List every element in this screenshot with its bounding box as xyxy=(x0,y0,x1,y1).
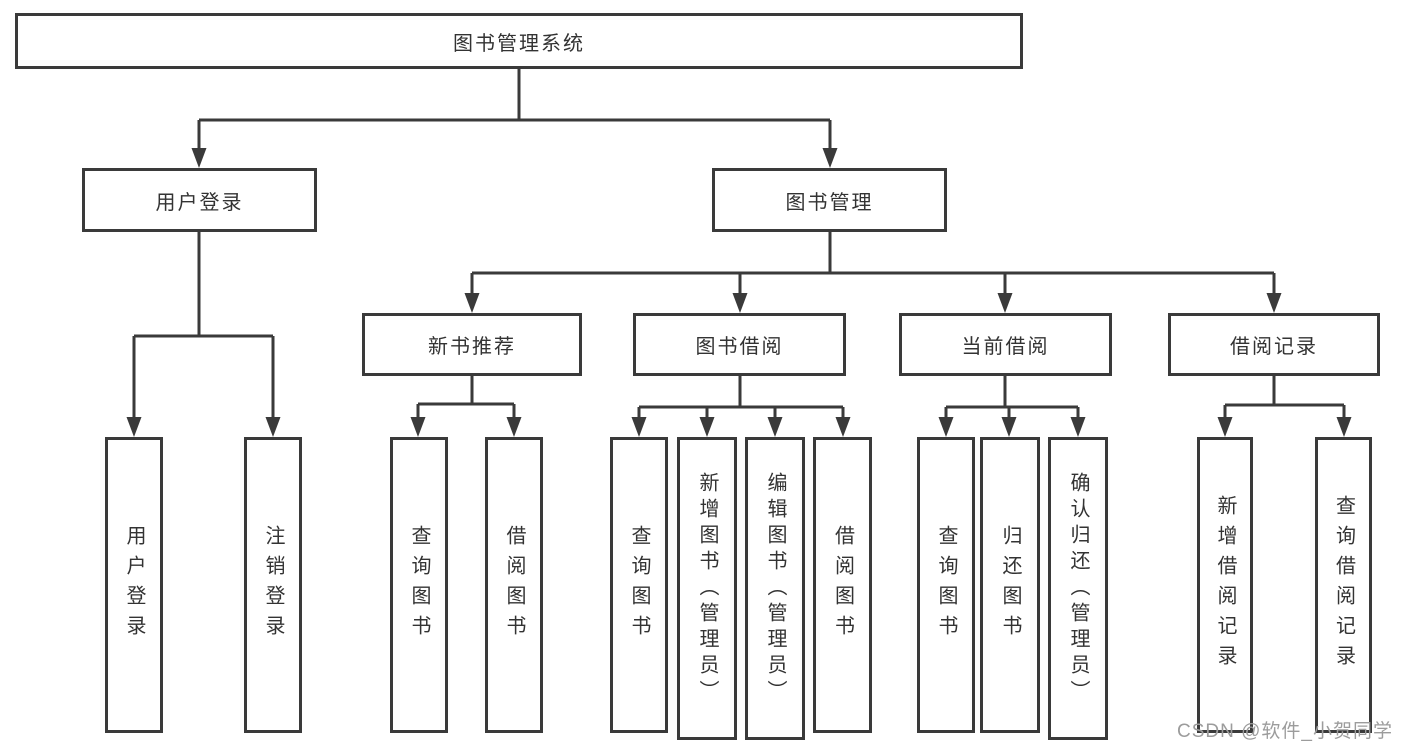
leaf-edit-books-admin: 编辑图书（管理员） xyxy=(745,437,805,740)
leaf-query-books-borrow: 查询图书 xyxy=(610,437,668,733)
node-root-label: 图书管理系统 xyxy=(453,32,585,55)
node-current-borrow-label: 当前借阅 xyxy=(961,336,1050,358)
leaf-confirm-return-admin: 确认归还（管理员） xyxy=(1048,437,1108,740)
leaf-query-books-current-label: 查询图书 xyxy=(935,525,957,645)
leaf-add-borrow-record: 新增借阅记录 xyxy=(1197,437,1253,733)
node-book-borrow: 图书借阅 xyxy=(633,313,846,376)
node-borrow-records-label: 借阅记录 xyxy=(1230,336,1318,358)
csdn-watermark: CSDN @软件_小贺同学 xyxy=(1177,721,1393,742)
leaf-query-books-current: 查询图书 xyxy=(917,437,975,733)
edges-new-book-children xyxy=(410,376,522,437)
leaf-query-books-recommend: 查询图书 xyxy=(390,437,448,733)
leaf-user-login: 用户登录 xyxy=(105,437,163,733)
leaf-logout: 注销登录 xyxy=(244,437,302,733)
node-new-book-recommend: 新书推荐 xyxy=(362,313,582,376)
leaf-borrow-books: 借阅图书 xyxy=(813,437,872,733)
leaf-add-borrow-record-label: 新增借阅记录 xyxy=(1214,495,1236,675)
leaf-query-borrow-record-label: 查询借阅记录 xyxy=(1332,495,1355,675)
leaf-query-borrow-record: 查询借阅记录 xyxy=(1315,437,1372,733)
edges-book-borrow-children xyxy=(631,376,851,437)
edges-user-login-children xyxy=(126,232,281,437)
edges-borrow-records-children xyxy=(1217,376,1352,437)
leaf-return-books: 归还图书 xyxy=(980,437,1040,733)
node-user-login: 用户登录 xyxy=(82,168,317,232)
node-book-management-label: 图书管理 xyxy=(785,191,874,214)
leaf-add-books-admin: 新增图书（管理员） xyxy=(677,437,737,740)
leaf-logout-label: 注销登录 xyxy=(262,525,284,645)
edges-root-to-level2 xyxy=(191,69,838,168)
leaf-borrow-books-recommend-label: 借阅图书 xyxy=(503,525,525,645)
node-book-borrow-label: 图书借阅 xyxy=(695,336,784,358)
leaf-confirm-return-admin-label: 确认归还（管理员） xyxy=(1067,471,1089,706)
leaf-query-books-borrow-label: 查询图书 xyxy=(628,525,650,645)
leaf-query-books-recommend-label: 查询图书 xyxy=(408,525,430,645)
edges-book-management-children xyxy=(464,232,1282,313)
node-new-book-recommend-label: 新书推荐 xyxy=(428,336,516,358)
node-book-management: 图书管理 xyxy=(712,168,947,232)
edges-current-borrow-children xyxy=(938,376,1086,437)
leaf-edit-books-admin-label: 编辑图书（管理员） xyxy=(764,471,786,706)
leaf-borrow-books-recommend: 借阅图书 xyxy=(485,437,543,733)
node-borrow-records: 借阅记录 xyxy=(1168,313,1380,376)
leaf-add-books-admin-label: 新增图书（管理员） xyxy=(696,471,718,706)
leaf-borrow-books-label: 借阅图书 xyxy=(831,525,854,645)
node-root: 图书管理系统 xyxy=(15,13,1023,69)
leaf-user-login-label: 用户登录 xyxy=(123,525,145,645)
leaf-return-books-label: 归还图书 xyxy=(999,525,1021,645)
node-current-borrow: 当前借阅 xyxy=(899,313,1112,376)
node-user-login-label: 用户登录 xyxy=(155,191,244,214)
